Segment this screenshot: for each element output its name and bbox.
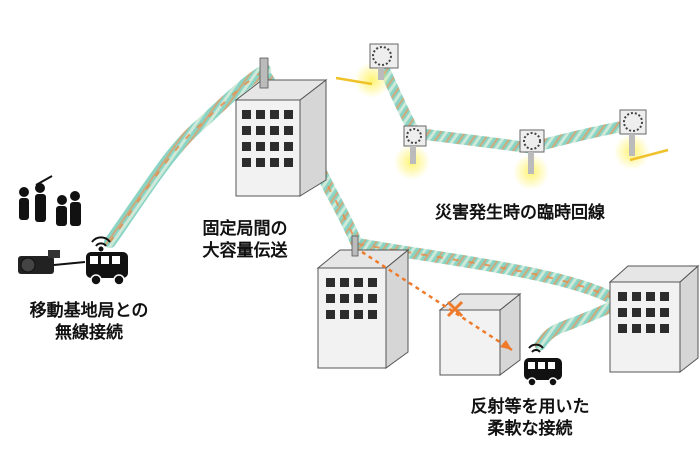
label-fixed-line1: 固定局間の bbox=[202, 219, 288, 239]
relay-pole-4 bbox=[614, 109, 669, 170]
beam-building3-to-van bbox=[534, 299, 621, 351]
label-mobile-base-line2: 無線接続 bbox=[55, 323, 123, 343]
label-reflect-line1: 反射等を用いた bbox=[470, 397, 590, 417]
wifi-icon bbox=[91, 236, 111, 252]
label-mobile-base-line1: 移動基地局との bbox=[29, 301, 149, 321]
building-right bbox=[608, 264, 700, 374]
label-fixed-transmission: 固定局間の 大容量伝送 bbox=[190, 218, 300, 262]
building-obstacle bbox=[438, 292, 522, 376]
camera-crew-silhouette-icon bbox=[19, 175, 81, 226]
label-disaster-text: 災害発生時の臨時回線 bbox=[435, 203, 605, 223]
label-mobile-base: 移動基地局との 無線接続 bbox=[14, 300, 164, 344]
relay-pole-2 bbox=[394, 125, 430, 180]
blocked-path bbox=[361, 250, 513, 352]
video-camera-icon bbox=[18, 250, 86, 274]
blocked-x-icon bbox=[446, 300, 464, 318]
label-disaster: 災害発生時の臨時回線 bbox=[405, 202, 635, 224]
label-reflect: 反射等を用いた 柔軟な接続 bbox=[450, 396, 610, 440]
building-tower bbox=[234, 57, 328, 197]
relay-pole-3 bbox=[513, 129, 549, 190]
van-icon bbox=[86, 252, 128, 286]
building-mid bbox=[316, 235, 410, 369]
label-reflect-line2: 柔軟な接続 bbox=[487, 419, 573, 439]
beam-van-to-tower bbox=[104, 64, 271, 248]
van-icon-right bbox=[524, 358, 562, 387]
relay-pole-1 bbox=[335, 43, 399, 98]
label-fixed-line2: 大容量伝送 bbox=[202, 241, 288, 261]
dish-antenna-icon bbox=[259, 57, 269, 89]
wifi-icon-right bbox=[528, 343, 544, 353]
